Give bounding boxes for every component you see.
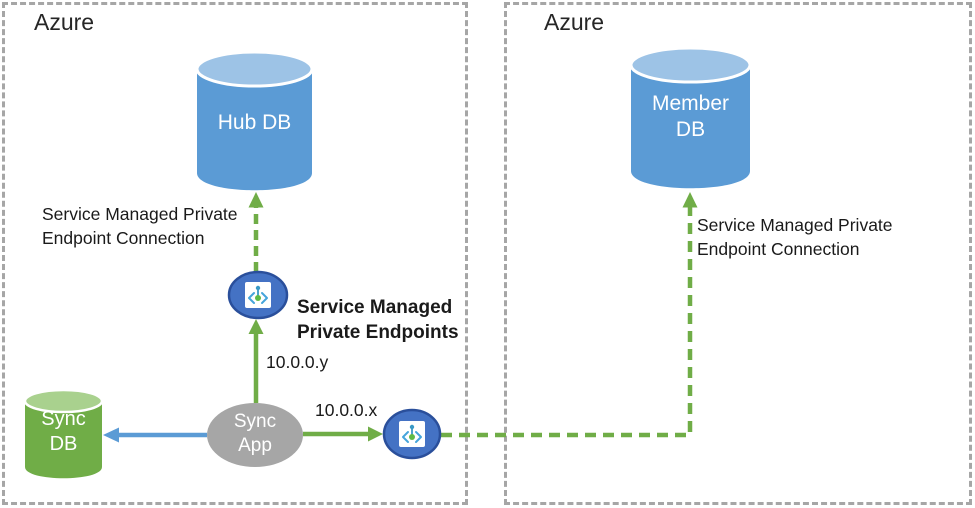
private-endpoint-icon — [382, 408, 442, 460]
hub-db-label: Hub DB — [217, 111, 292, 134]
left-connection-label: Service Managed Private Endpoint Connect… — [42, 204, 238, 249]
right-connection-label: Service Managed Private Endpoint Connect… — [697, 215, 893, 260]
member-db-label: Member DB — [651, 92, 730, 142]
ip-label-member: 10.0.0.x — [315, 400, 378, 420]
member-db-cylinder — [629, 46, 752, 189]
azure-region-left-label: Azure — [34, 9, 95, 35]
private-endpoint-icon — [227, 270, 289, 320]
azure-region-right-label: Azure — [544, 9, 605, 35]
ip-label-hub: 10.0.0.y — [266, 352, 329, 372]
sync-db-cylinder — [23, 388, 104, 479]
azure-region-right — [504, 2, 972, 505]
sync-db-label: Sync DB — [41, 408, 86, 455]
connector-syncapp-to-endpoint1 — [248, 319, 264, 403]
sync-app-label: Sync App — [233, 411, 277, 456]
hub-db-cylinder — [195, 50, 314, 191]
connector-syncapp-to-endpoint2 — [303, 426, 383, 442]
connector-endpoint1-to-hubdb — [248, 192, 264, 272]
connector-endpoint2-to-memberdb — [441, 192, 698, 438]
endpoints-title: Service Managed Private Endpoints — [297, 297, 459, 344]
sync-app-ellipse — [207, 403, 303, 467]
connector-syncapp-to-syncdb — [103, 427, 207, 443]
azure-region-left — [2, 2, 468, 505]
